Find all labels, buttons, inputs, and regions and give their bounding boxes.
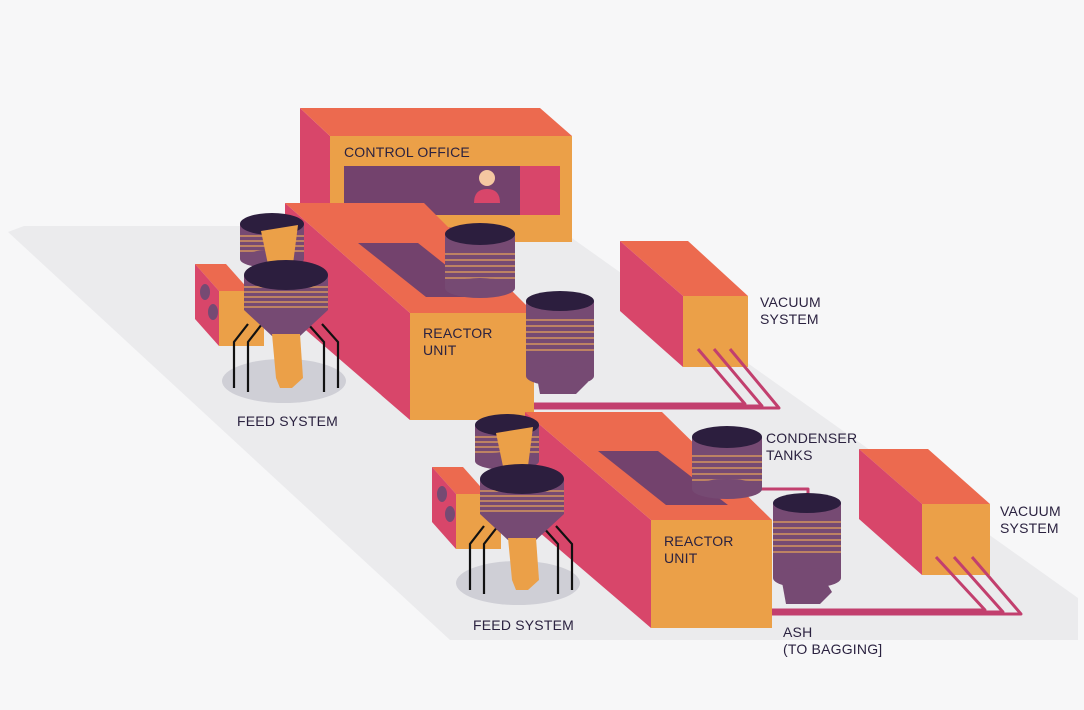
ash-label-line-1: ASH <box>783 624 813 640</box>
reactor-unit-1-label-line-1: REACTOR <box>423 325 493 341</box>
reactor-unit-1-label-line-2: UNIT <box>423 342 457 358</box>
condenser-tanks-label: CONDENSER TANKS <box>766 430 857 464</box>
vacuum-system-1-box <box>620 241 748 367</box>
vacuum-system-2-label: VACUUM SYSTEM <box>1000 503 1061 537</box>
feed-2-conveyor <box>496 427 533 476</box>
vacuum-system-2-label-line-2: SYSTEM <box>1000 520 1059 536</box>
vacuum-system-1-label-line-1: VACUUM <box>760 294 821 310</box>
pipe-network <box>445 227 1023 616</box>
control-office-label: CONTROL OFFICE <box>344 144 470 160</box>
operator-body <box>474 189 500 203</box>
reactor-unit-2-label: REACTOR UNIT <box>664 533 734 567</box>
feed-system-2-label: FEED SYSTEM <box>473 617 574 633</box>
condenser-tank-1a <box>445 223 515 298</box>
ash-label-line-2: (TO BAGGING] <box>783 641 883 657</box>
operator-head <box>479 170 495 186</box>
vacuum-system-2-label-line-1: VACUUM <box>1000 503 1061 519</box>
reactor-unit-1-label: REACTOR UNIT <box>423 325 493 359</box>
condenser-tank-1b <box>526 291 594 394</box>
condenser-tanks-label-line-1: CONDENSER <box>766 430 858 446</box>
condenser-tank-2a <box>692 426 762 499</box>
condenser-tank-2b <box>773 493 841 604</box>
feed-1-hopper-front <box>232 260 340 392</box>
vacuum-system-1-label-line-2: SYSTEM <box>760 311 819 327</box>
condenser-tanks-label-line-2: TANKS <box>766 447 813 463</box>
reactor-unit-2-label-line-2: UNIT <box>664 550 698 566</box>
vacuum-system-1-label: VACUUM SYSTEM <box>760 294 821 328</box>
feed-system-1-label: FEED SYSTEM <box>237 413 338 429</box>
ash-label: ASH (TO BAGGING] <box>783 624 882 658</box>
feed-2-hopper-front <box>468 464 574 594</box>
reactor-unit-2-label-line-1: REACTOR <box>664 533 734 549</box>
